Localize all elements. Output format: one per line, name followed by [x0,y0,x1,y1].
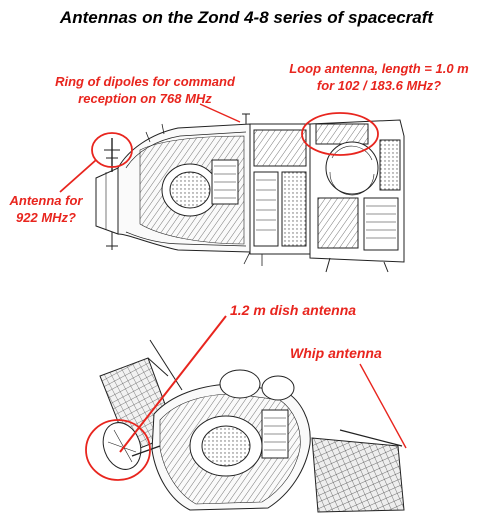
label-loop-antenna: Loop antenna, length = 1.0 m for 102 / 1… [289,61,469,93]
right-solar-panel [311,437,405,513]
bottom-annotations [85,315,407,481]
cutaway-side-view [95,113,405,273]
annotation-circle-dish [85,419,151,481]
annotation-circle-loop-antenna [301,112,379,156]
label-dish-antenna: 1.2 m dish antenna [230,302,357,318]
leader-dipole-ring [199,103,241,123]
label-dipole-ring: Ring of dipoles for command reception on… [55,74,235,106]
dish-antenna-shape [102,422,142,470]
leader-whip [359,363,407,449]
annotation-circle-922-antenna [91,132,133,168]
top-annotations [59,103,379,193]
label-whip-antenna: Whip antenna [290,345,382,361]
leader-dish [119,315,227,453]
label-922-antenna: Antenna for 922 MHz? [9,193,83,225]
perspective-view [99,339,405,513]
leader-922-antenna [59,159,97,193]
diagram-title: Antennas on the Zond 4-8 series of space… [59,8,434,27]
